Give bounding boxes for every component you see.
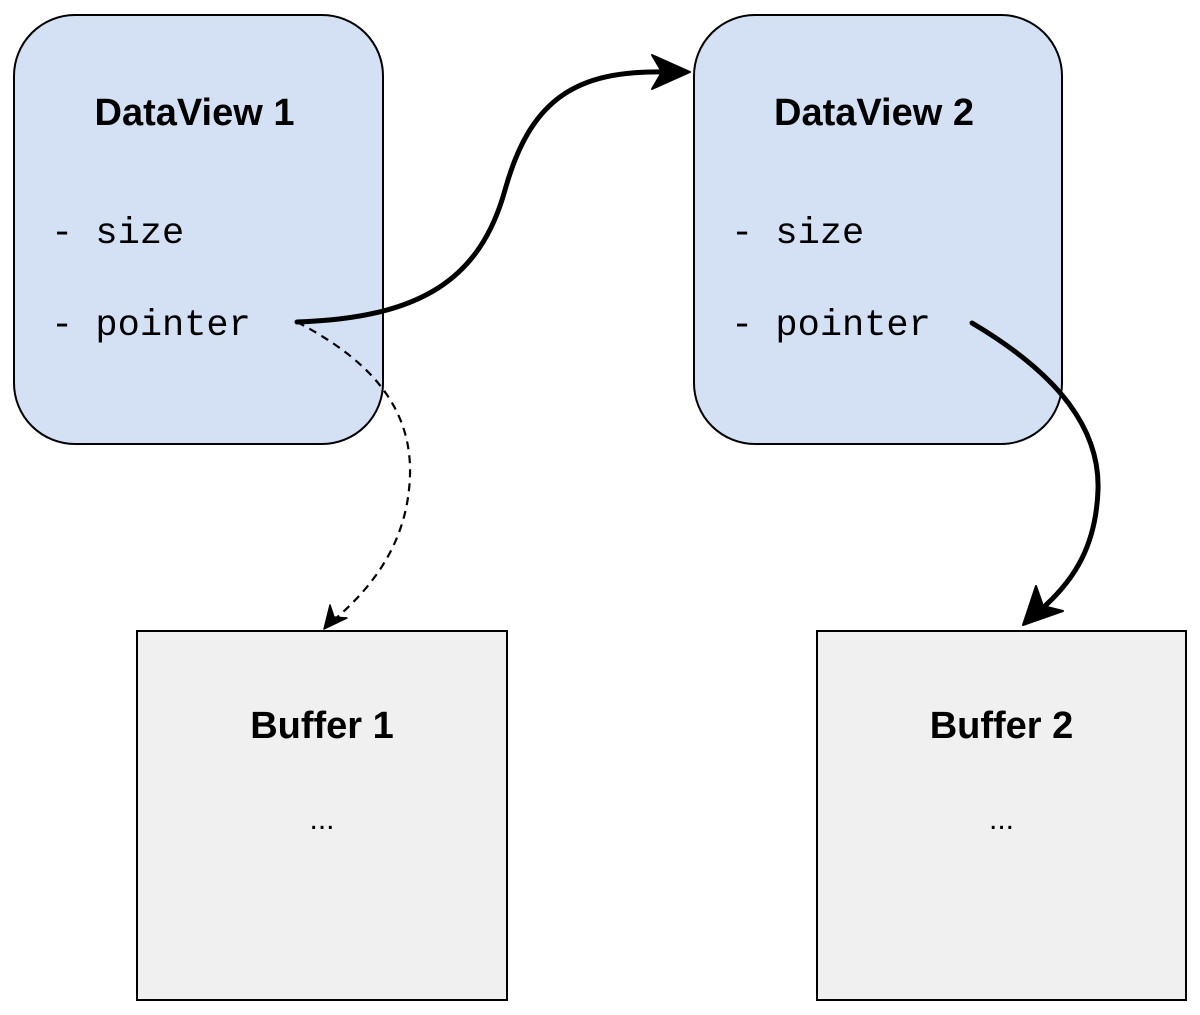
buffer-2-body: ... [988,803,1014,836]
dataview-1-pointer-field: - pointer [51,305,251,347]
arrowhead-dataview-2 [651,54,691,90]
dataview-1-title: DataView 1 [94,92,295,134]
dataview-1-box: DataView 1 - size - pointer [13,14,384,445]
arrowhead-buffer-1 [323,604,348,630]
dataview-2-pointer-field: - pointer [731,305,931,347]
dataview-2-size-field: - size [731,213,865,255]
buffer-1-box: Buffer 1 ... [136,630,508,1001]
arrowhead-buffer-2 [1022,585,1064,626]
buffer-2-box: Buffer 2 ... [816,630,1187,1001]
buffer-2-title: Buffer 2 [929,705,1074,747]
dataview-1-size-field: - size [51,213,185,255]
buffer-1-title: Buffer 1 [250,705,394,747]
buffer-1-body: ... [309,803,335,836]
dataview-2-box: DataView 2 - size - pointer [693,14,1063,445]
dataview-2-title: DataView 2 [774,92,974,134]
